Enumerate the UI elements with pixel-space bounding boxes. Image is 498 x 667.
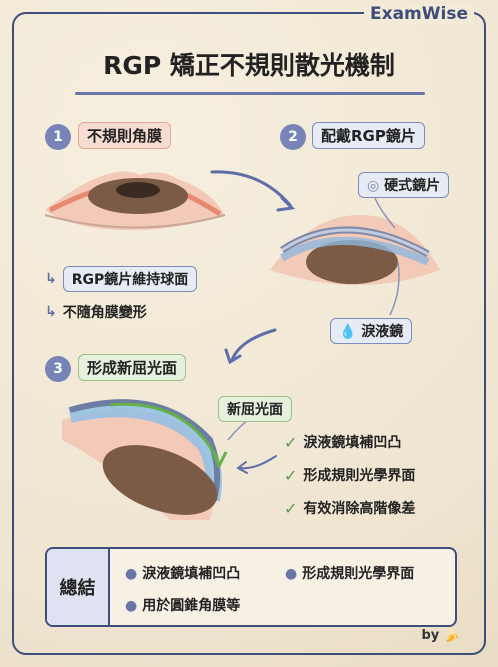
- banana-logo-icon: 🍌: [443, 628, 460, 643]
- water-drop-icon: 💧: [339, 324, 357, 340]
- summary-item-1-text: 淚液鏡填補凹凸: [142, 566, 241, 582]
- summary-item-2-text: 形成規則光學界面: [302, 566, 415, 582]
- summary-label: 總結: [47, 549, 110, 625]
- lens-icon: ◎: [367, 178, 380, 194]
- title-underline: [75, 92, 425, 95]
- summary-item-1: ●淚液鏡填補凹凸: [125, 563, 240, 583]
- summary-box: 總結 ●淚液鏡填補凹凸 ●形成規則光學界面 ●用於圓錐角膜等: [45, 547, 457, 627]
- summary-item-2: ●形成規則光學界面: [285, 563, 414, 583]
- summary-item-3: ●用於圓錐角膜等: [125, 595, 240, 615]
- irregular-cornea-eye: [44, 171, 226, 231]
- new-surface-eye: [62, 399, 228, 520]
- effect-row-3: ✓ 有效消除高階像差: [284, 498, 415, 518]
- bullet-dot-icon: ●: [125, 598, 138, 614]
- tear-lens-callout-text: 淚液鏡: [361, 324, 404, 340]
- bullet-dot-icon: ●: [285, 566, 298, 582]
- byline-text: by: [421, 628, 440, 643]
- check-icon: ✓: [284, 432, 298, 452]
- note-no-deform: 不隨角膜變形: [62, 305, 147, 321]
- effect-row-2: ✓ 形成規則光學界面: [284, 465, 415, 485]
- step-1-label: 不規則角膜: [78, 122, 172, 149]
- effect-text-2: 形成規則光學界面: [303, 468, 416, 484]
- effect-text-1: 淚液鏡填補凹凸: [303, 435, 402, 451]
- brand-logo: ExamWise: [364, 4, 474, 24]
- return-arrow-icon: ↳: [45, 271, 57, 287]
- step-2-label: 配戴RGP鏡片: [312, 122, 425, 149]
- new-surface-callout: 新屈光面: [218, 396, 292, 422]
- note-row-2: ↳ 不隨角膜變形: [45, 302, 147, 322]
- border-frame: [12, 12, 486, 655]
- summary-item-3-text: 用於圓錐角膜等: [142, 598, 241, 614]
- tear-lens-callout: 💧 淚液鏡: [330, 318, 413, 344]
- step-1-number: 1: [45, 124, 71, 150]
- step-3-number: 3: [45, 356, 71, 382]
- flow-arrows: [210, 170, 296, 474]
- hard-lens-callout-text: 硬式鏡片: [384, 178, 441, 194]
- byline: by 🍌: [422, 628, 461, 643]
- rgp-lens-eye: [270, 215, 440, 285]
- page-title: RGP 矯正不規則散光機制: [103, 51, 395, 80]
- effect-text-3: 有效消除高階像差: [303, 501, 416, 517]
- step-2-number: 2: [280, 124, 306, 150]
- note-row-1: ↳ RGP鏡片維持球面: [45, 266, 198, 292]
- bullet-dot-icon: ●: [125, 566, 138, 582]
- return-arrow-icon: ↳: [45, 304, 57, 320]
- note-sphere: RGP鏡片維持球面: [62, 266, 198, 292]
- effect-row-1: ✓ 淚液鏡填補凹凸: [284, 432, 401, 452]
- check-icon: ✓: [284, 465, 298, 485]
- check-icon: ✓: [284, 498, 298, 518]
- hard-lens-callout: ◎ 硬式鏡片: [358, 172, 450, 198]
- step-3-label: 形成新屈光面: [78, 354, 187, 381]
